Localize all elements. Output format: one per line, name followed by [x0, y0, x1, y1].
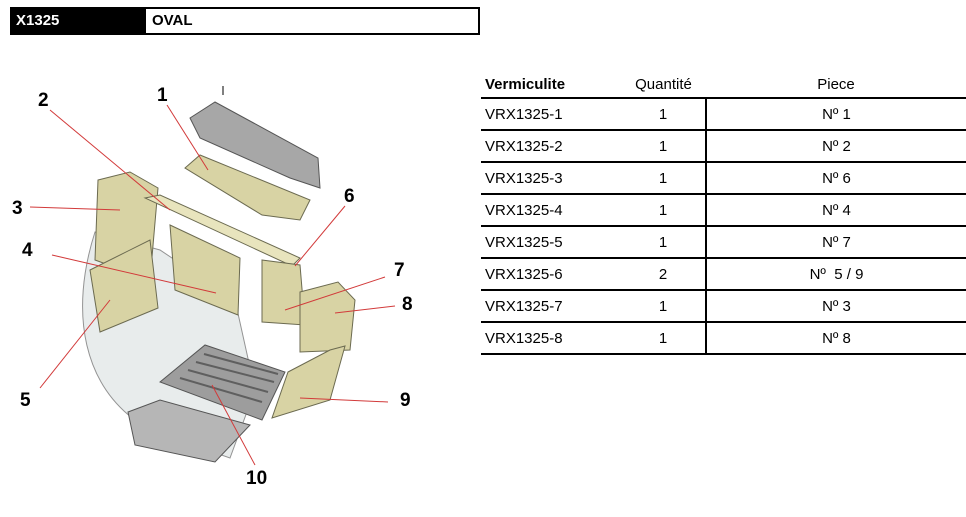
callout-3: 3 [12, 198, 23, 219]
callout-4: 4 [22, 240, 33, 261]
table-row: VRX1325-2 1 Nº 2 [481, 130, 966, 163]
cell-ref: VRX1325-7 [481, 290, 621, 323]
cell-piece: Nº 6 [706, 162, 966, 195]
table-row: VRX1325-8 1 Nº 8 [481, 322, 966, 355]
header-quantite: Quantité [621, 71, 706, 99]
cell-piece: Nº 1 [706, 98, 966, 131]
callout-7: 7 [394, 260, 405, 281]
panel-top-bar [143, 194, 301, 267]
callout-6: 6 [344, 186, 355, 207]
table-row: VRX1325-5 1 Nº 7 [481, 226, 966, 259]
table-row: VRX1325-7 1 Nº 3 [481, 290, 966, 323]
panel-right-rear [261, 259, 306, 326]
cell-ref: VRX1325-2 [481, 130, 621, 163]
cell-piece: Nº 2 [706, 130, 966, 163]
product-header: X1325 OVAL [10, 7, 480, 35]
callout-2: 2 [38, 90, 49, 111]
exploded-diagram: 1 2 3 4 5 6 7 8 9 10 [0, 60, 470, 512]
callout-5: 5 [20, 390, 31, 411]
panel-top-plate [184, 154, 311, 221]
callout-10: 10 [246, 468, 268, 489]
callout-9: 9 [400, 390, 411, 411]
cell-piece: Nº 4 [706, 194, 966, 227]
cell-ref: VRX1325-5 [481, 226, 621, 259]
cell-qty: 1 [621, 322, 707, 355]
ash-pan [127, 399, 251, 463]
cell-qty: 1 [621, 194, 707, 227]
panel-right [299, 281, 356, 353]
cell-ref: VRX1325-4 [481, 194, 621, 227]
cell-ref: VRX1325-1 [481, 98, 621, 131]
cell-qty: 1 [621, 226, 707, 259]
diagram-drawing [29, 86, 396, 466]
cell-piece: Nº 5 / 9 [706, 258, 966, 291]
metal-deflector [189, 101, 321, 189]
leader-lines [29, 104, 396, 466]
cell-ref: VRX1325-3 [481, 162, 621, 195]
cell-piece: Nº 3 [706, 290, 966, 323]
table-row: VRX1325-1 1 Nº 1 [481, 98, 966, 131]
table-header-row: Vermiculite Quantité Piece [481, 71, 966, 99]
product-name: OVAL [152, 12, 193, 29]
cell-qty: 1 [621, 290, 707, 323]
panel-back [169, 224, 241, 316]
cell-piece: Nº 7 [706, 226, 966, 259]
cell-qty: 2 [621, 258, 707, 291]
cell-qty: 1 [621, 130, 707, 163]
cell-ref: VRX1325-8 [481, 322, 621, 355]
cell-qty: 1 [621, 98, 707, 131]
cell-qty: 1 [621, 162, 707, 195]
callout-8: 8 [402, 294, 413, 315]
panel-right-lower [271, 345, 346, 419]
table-row: VRX1325-6 2 Nº 5 / 9 [481, 258, 966, 291]
table-row: VRX1325-3 1 Nº 6 [481, 162, 966, 195]
callout-1: 1 [157, 85, 168, 106]
parts-table: Vermiculite Quantité Piece VRX1325-1 1 N… [481, 71, 966, 355]
header-piece: Piece [706, 71, 966, 99]
header-vermiculite: Vermiculite [481, 71, 621, 99]
panel-front-left [89, 239, 159, 333]
grate-slots [179, 353, 279, 403]
table-row: VRX1325-4 1 Nº 4 [481, 194, 966, 227]
cell-piece: Nº 8 [706, 322, 966, 355]
cell-ref: VRX1325-6 [481, 258, 621, 291]
grate [159, 344, 286, 421]
product-code: X1325 [12, 9, 146, 33]
